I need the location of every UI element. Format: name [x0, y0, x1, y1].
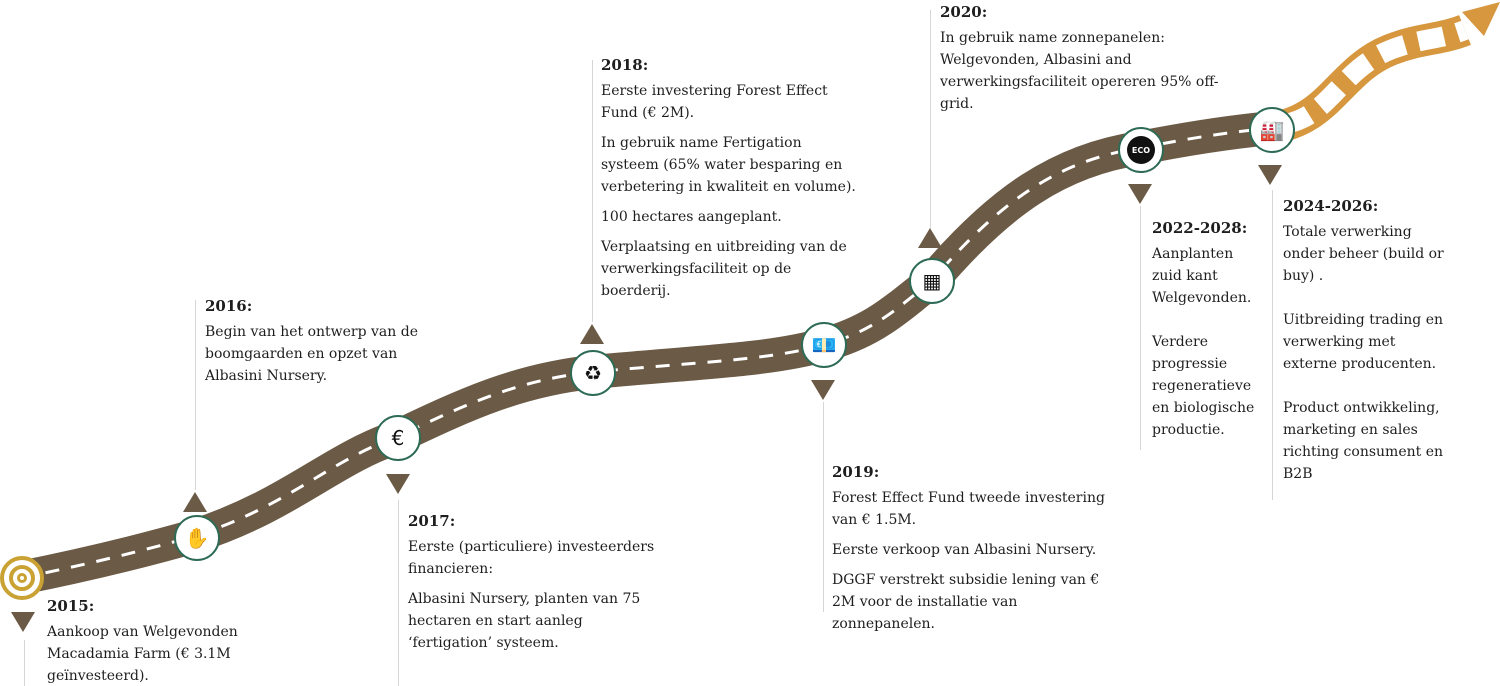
milestone-text: In gebruik name Fertigation systeem (65%…	[601, 135, 856, 195]
money-icon: €	[375, 415, 421, 461]
pointer-down-icon	[1258, 165, 1282, 185]
milestone-year: 2015:	[47, 597, 95, 615]
milestone-text: Uitbreiding trading en verwerking met ex…	[1283, 312, 1444, 372]
milestone-text: Eerste investering Forest Effect Fund (€…	[601, 83, 828, 121]
banknote-icon: 💶	[801, 322, 847, 368]
milestone-text: Eerste (particuliere) investeerders fina…	[408, 539, 655, 577]
divider	[592, 60, 593, 322]
milestone-text: Aankoop van Welgevonden Macadamia Farm (…	[47, 624, 238, 684]
milestone-year: 2024-2026:	[1283, 197, 1379, 215]
milestone-text: Albasini Nursery, planten van 75 hectare…	[408, 591, 641, 651]
milestone-year: 2017:	[408, 512, 456, 530]
road-dashes	[19, 126, 1273, 580]
milestone-year: 2016:	[205, 297, 253, 315]
solar-panel-icon: ▦	[909, 258, 955, 304]
road-end-arrow-icon	[1462, 2, 1500, 36]
milestone-2016: 2016: Begin van het ontwerp van de boomg…	[205, 295, 435, 395]
milestone-text: DGGF verstrekt subsidie lening van € 2M …	[832, 572, 1100, 632]
milestone-text: Verplaatsing en uitbreiding van de verwe…	[601, 239, 847, 299]
divider	[1272, 190, 1273, 500]
divider	[195, 300, 196, 490]
milestone-2024-2026: 2024-2026: Totale verwerking onder behee…	[1283, 195, 1448, 493]
milestone-2020: 2020: In gebruik name zonnepanelen: Welg…	[940, 1, 1225, 123]
divider	[930, 10, 931, 228]
milestone-2019: 2019: Forest Effect Fund tweede invester…	[832, 461, 1107, 643]
divider	[1140, 206, 1141, 450]
milestone-2015: 2015: Aankoop van Welgevonden Macadamia …	[47, 595, 247, 686]
milestone-text: Product ontwikkeling, marketing en sales…	[1283, 400, 1444, 482]
pointer-down-icon	[11, 612, 35, 632]
divider	[398, 500, 399, 686]
milestone-text: Aanplanten zuid kant Welgevonden.	[1152, 246, 1252, 306]
milestone-year: 2019:	[832, 463, 880, 481]
milestone-2022-2028: 2022-2028: Aanplanten zuid kant Welgevon…	[1152, 217, 1262, 449]
factory-leaf-icon: 🏭	[1249, 107, 1295, 153]
hand-plant-icon: ✋	[174, 515, 220, 561]
pointer-down-icon	[386, 474, 410, 494]
divider	[24, 640, 25, 686]
eco-badge-icon: ECO	[1118, 127, 1164, 173]
milestone-2018: 2018: Eerste investering Forest Effect F…	[601, 54, 856, 310]
road-future-blocks	[1282, 20, 1469, 134]
milestone-text: Totale verwerking onder beheer (build or…	[1283, 224, 1444, 284]
milestone-year: 2018:	[601, 56, 649, 74]
pointer-down-icon	[811, 380, 835, 400]
milestone-text: Verdere progressie regeneratieve en biol…	[1152, 334, 1255, 438]
milestone-text: Forest Effect Fund tweede investering va…	[832, 490, 1105, 528]
milestone-text: 100 hectares aangeplant.	[601, 209, 782, 225]
milestone-text: Begin van het ontwerp van de boomgaarden…	[205, 324, 418, 384]
milestone-2017: 2017: Eerste (particuliere) investeerder…	[408, 510, 658, 662]
target-icon	[0, 556, 44, 600]
pointer-up-icon	[183, 492, 207, 512]
divider	[823, 402, 824, 612]
milestone-text: In gebruik name zonnepanelen: Welgevonde…	[940, 30, 1219, 112]
pointer-up-icon	[918, 228, 942, 248]
water-recycle-icon: ♻	[570, 350, 616, 396]
pointer-down-icon	[1128, 184, 1152, 204]
milestone-year: 2020:	[940, 3, 988, 21]
milestone-text: Eerste verkoop van Albasini Nursery.	[832, 542, 1097, 558]
milestone-year: 2022-2028:	[1152, 219, 1248, 237]
pointer-up-icon	[580, 324, 604, 344]
